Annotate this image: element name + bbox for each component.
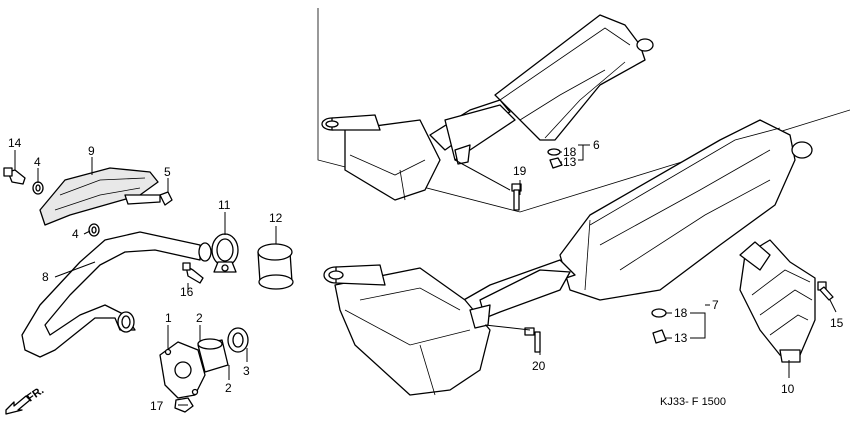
- bolt-20[interactable]: [524, 327, 541, 353]
- bolt-16[interactable]: [182, 262, 204, 284]
- callout-3: 3: [243, 364, 250, 378]
- callout-4a: 4: [34, 155, 41, 169]
- callout-11: 11: [218, 198, 231, 212]
- callout-2a: 2: [196, 311, 203, 325]
- exhaust-gasket[interactable]: [227, 327, 249, 353]
- leader-lines: [14, 144, 837, 406]
- washer-18b[interactable]: [651, 308, 667, 318]
- callout-14: 14: [8, 136, 22, 150]
- washer-18a[interactable]: [547, 148, 561, 156]
- callout-18a: 18: [563, 145, 577, 159]
- nut-13b[interactable]: [652, 329, 667, 344]
- callout-20: 20: [532, 359, 546, 373]
- front-direction-indicator: FR.: [5, 384, 46, 415]
- callout-10: 10: [781, 382, 795, 396]
- callout-5: 5: [164, 165, 171, 179]
- nut-13a[interactable]: [549, 157, 563, 169]
- nut-5[interactable]: [159, 191, 173, 206]
- callout-9: 9: [88, 144, 95, 158]
- bolt-19[interactable]: [511, 183, 522, 211]
- muffler-assembly-main[interactable]: [323, 119, 813, 396]
- bolt-15[interactable]: [817, 281, 834, 301]
- washer-4b[interactable]: [88, 223, 100, 237]
- callout-7: 7: [712, 298, 719, 312]
- callout-17: 17: [150, 399, 164, 413]
- callout-18b: 18: [674, 306, 688, 320]
- exhaust-pipe[interactable]: [21, 231, 212, 358]
- muffler-protector[interactable]: [739, 239, 816, 363]
- callout-2b: 2: [225, 381, 232, 395]
- callout-6: 6: [593, 138, 600, 152]
- exhaust-collar[interactable]: [197, 338, 229, 373]
- front-arrow-icon: [5, 395, 31, 415]
- callout-1: 1: [165, 311, 172, 325]
- callout-19: 19: [513, 164, 527, 178]
- exhaust-flange[interactable]: [159, 341, 206, 399]
- callout-13b: 13: [674, 331, 688, 345]
- callout-13a: 13: [563, 155, 577, 169]
- callout-8: 8: [42, 270, 49, 284]
- diagram-code: KJ33- F 1500: [660, 396, 726, 408]
- callout-16: 16: [180, 285, 194, 299]
- callout-12: 12: [269, 211, 283, 225]
- bolt-14[interactable]: [3, 167, 26, 185]
- pipe-clamp[interactable]: [211, 233, 239, 273]
- washer-4a[interactable]: [32, 181, 44, 195]
- callout-labels: 1 2 2 3 4 4 5 6 7 8 9 10 11 12 13 13 14 …: [8, 136, 844, 413]
- heat-shield[interactable]: [39, 167, 161, 226]
- joint-collar[interactable]: [257, 243, 294, 290]
- callout-15: 15: [830, 316, 844, 330]
- muffler-assembly-alt[interactable]: [321, 14, 654, 201]
- callout-4b: 4: [72, 227, 79, 241]
